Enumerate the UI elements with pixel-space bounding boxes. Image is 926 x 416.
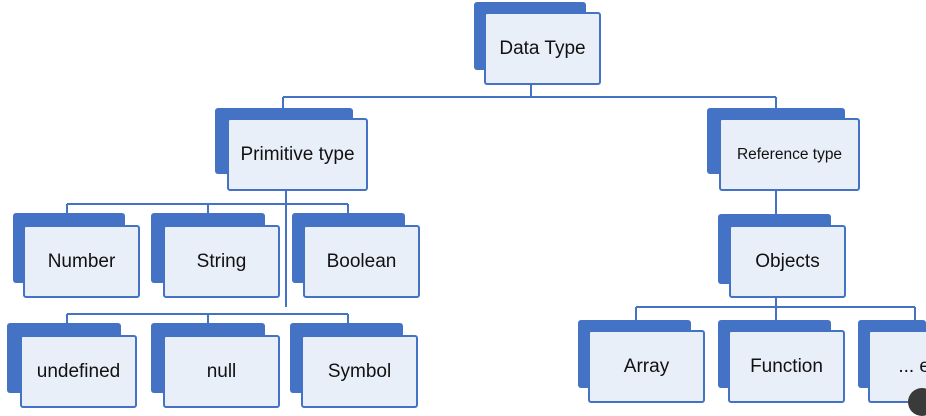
- node-label: null: [206, 360, 237, 382]
- node-undefined: undefined: [7, 323, 137, 408]
- node-label: Reference type: [736, 145, 843, 163]
- node-label: Function: [750, 355, 823, 377]
- node-symbol: Symbol: [290, 323, 418, 408]
- connector-primitive-to-children: [66, 190, 349, 328]
- node-label: Primitive type: [240, 143, 355, 165]
- node-label: Symbol: [327, 360, 392, 382]
- node-label: Data Type: [499, 37, 586, 59]
- node-objects: Objects: [718, 214, 846, 300]
- connector-root-to-types: [282, 84, 777, 113]
- node-label: undefined: [36, 360, 121, 382]
- node-reference-type: Reference type: [707, 108, 860, 192]
- node-function: Function: [718, 320, 845, 406]
- node-null: null: [151, 323, 280, 408]
- node-number: Number: [13, 213, 140, 300]
- node-label: Objects: [755, 250, 820, 272]
- node-label: Array: [623, 355, 670, 377]
- node-label: Boolean: [326, 250, 397, 272]
- cursor-indicator: [908, 388, 926, 416]
- connector-lines: [66, 84, 916, 328]
- node-primitive-type: Primitive type: [215, 108, 368, 192]
- node-label: ... e: [898, 355, 926, 377]
- node-boolean: Boolean: [292, 213, 420, 300]
- node-label: Number: [47, 250, 116, 272]
- node-data-type: Data Type: [474, 2, 602, 86]
- connector-objects-to-children: [635, 298, 916, 322]
- node-label: String: [196, 250, 247, 272]
- node-array: Array: [578, 320, 705, 406]
- data-type-diagram: Data Type Primitive type Reference type …: [7, 2, 926, 416]
- node-string: String: [151, 213, 280, 300]
